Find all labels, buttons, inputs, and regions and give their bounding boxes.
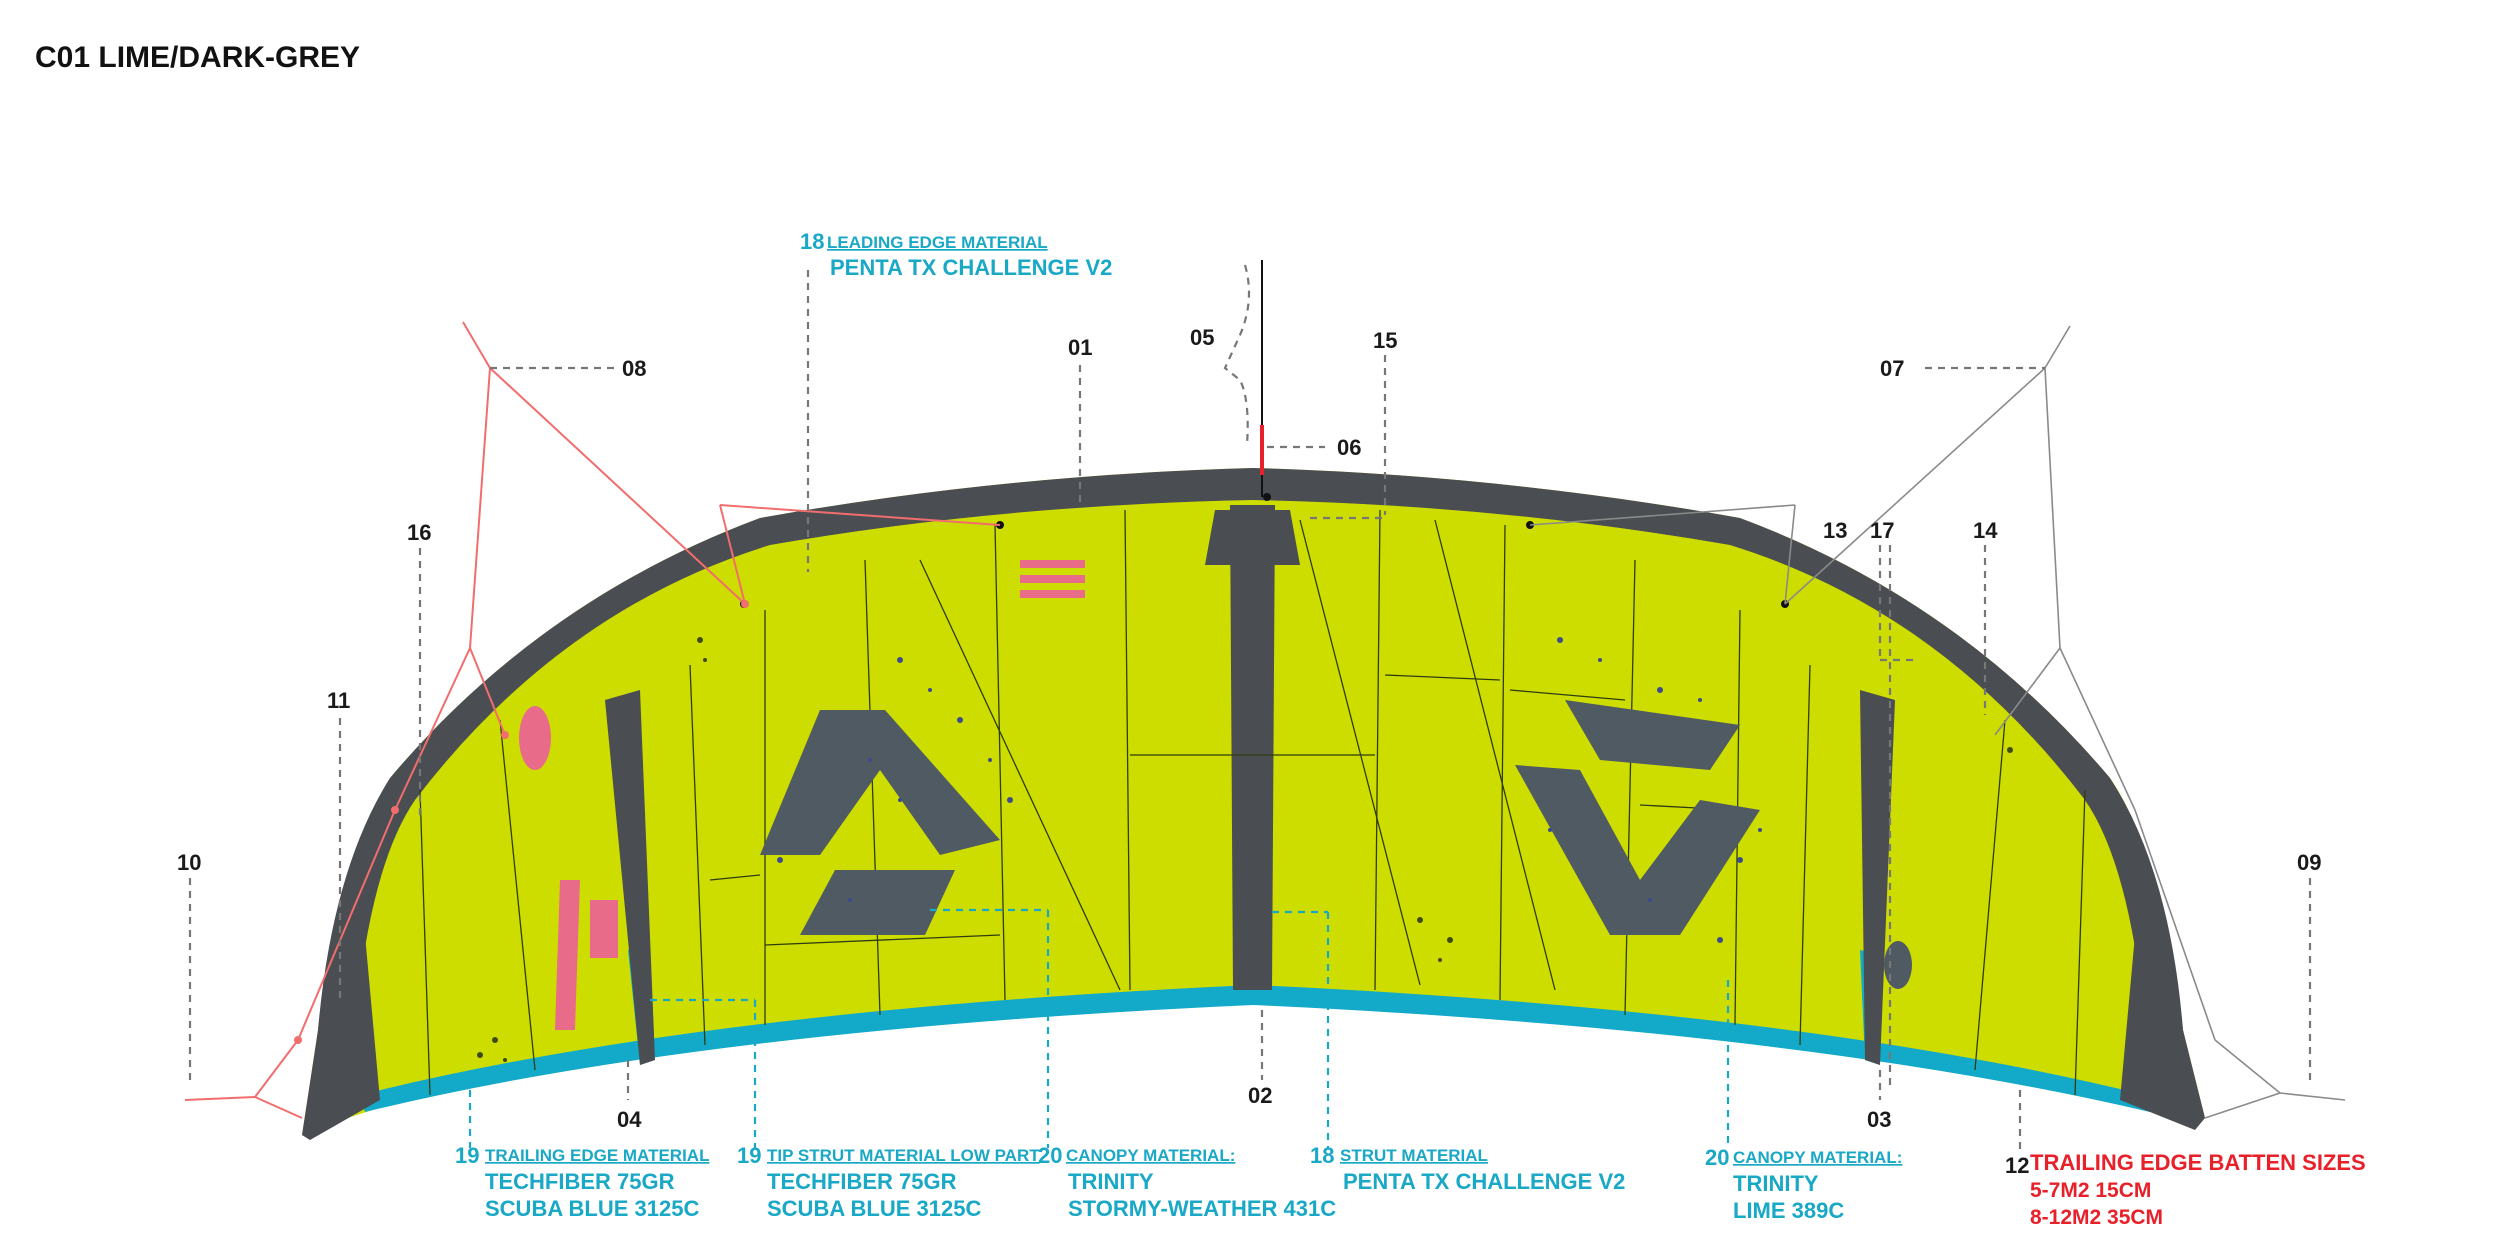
label-leading-edge: 18 LEADING EDGE MATERIAL PENTA TX CHALLE…	[800, 229, 1112, 280]
callout-10: 10	[177, 850, 201, 875]
callout-12: 12	[2005, 1153, 2029, 1178]
pink-accents	[519, 560, 1912, 1030]
label-strut-line1: PENTA TX CHALLENGE V2	[1343, 1169, 1625, 1194]
label-batten-heading: TRAILING EDGE BATTEN SIZES	[2030, 1150, 2366, 1175]
label-canopy-grey: 20 CANOPY MATERIAL: TRINITY STORMY-WEATH…	[1038, 1143, 1336, 1221]
logo-arrow-left	[760, 710, 1000, 855]
label-canopy-lime-line1: TRINITY	[1733, 1171, 1819, 1196]
callout-07: 07	[1880, 356, 1904, 381]
label-leading-edge-num: 18	[800, 229, 824, 254]
label-canopy-grey-num: 20	[1038, 1143, 1062, 1168]
callout-17: 17	[1870, 518, 1894, 543]
label-canopy-grey-line2: STORMY-WEATHER 431C	[1068, 1196, 1336, 1221]
callout-numbers: 01 02 03 04 05 06 07 08 09 10 11 12 13 1…	[177, 325, 2321, 1178]
label-trailing-edge-line2: SCUBA BLUE 3125C	[485, 1196, 699, 1221]
label-canopy-grey-line1: TRINITY	[1068, 1169, 1154, 1194]
label-tip-strut-line2: SCUBA BLUE 3125C	[767, 1196, 981, 1221]
callout-15: 15	[1373, 328, 1397, 353]
label-canopy-lime-heading: CANOPY MATERIAL:	[1733, 1148, 1902, 1167]
label-tip-strut-line1: TECHFIBER 75GR	[767, 1169, 957, 1194]
page-title: C01 LIME/DARK-GREY	[35, 41, 360, 74]
label-canopy-grey-heading: CANOPY MATERIAL:	[1066, 1146, 1235, 1165]
trailing-edge	[360, 985, 2150, 1112]
tip-strut-right	[1860, 690, 1895, 1065]
label-canopy-lime-line2: LIME 389C	[1733, 1198, 1844, 1223]
panel-seams	[419, 509, 2086, 1096]
center-strut-cap	[1205, 510, 1300, 565]
wingtip-left	[310, 880, 380, 1140]
center-strut	[1230, 505, 1275, 990]
label-batten-line1: 5-7M2 15CM	[2030, 1179, 2151, 1202]
callout-05: 05	[1190, 325, 1214, 350]
speckle-texture-dark	[477, 637, 2013, 1062]
callout-16: 16	[407, 520, 431, 545]
label-strut: 18 STRUT MATERIAL PENTA TX CHALLENGE V2	[1310, 1143, 1625, 1194]
label-leading-edge-heading: LEADING EDGE MATERIAL	[827, 233, 1048, 252]
bridle-left	[184, 321, 1001, 1119]
label-batten-sizes: TRAILING EDGE BATTEN SIZES 5-7M2 15CM 8-…	[2030, 1150, 2366, 1229]
label-tip-strut-heading: TIP STRUT MATERIAL LOW PART	[767, 1146, 1040, 1165]
label-trailing-edge-heading: TRAILING EDGE MATERIAL	[485, 1146, 709, 1165]
logo-bar-left	[800, 870, 955, 935]
logo-arrow-right	[1565, 700, 1740, 770]
callout-08: 08	[622, 356, 646, 381]
label-trailing-edge: 19 TRAILING EDGE MATERIAL TECHFIBER 75GR…	[455, 1143, 709, 1221]
label-canopy-lime: 20 CANOPY MATERIAL: TRINITY LIME 389C	[1705, 1145, 1902, 1223]
label-strut-num: 18	[1310, 1143, 1334, 1168]
callout-06: 06	[1337, 435, 1361, 460]
label-tip-strut-num: 19	[737, 1143, 761, 1168]
speckle-texture	[777, 637, 1762, 943]
label-trailing-edge-num: 19	[455, 1143, 479, 1168]
callout-03: 03	[1867, 1107, 1891, 1132]
label-strut-heading: STRUT MATERIAL	[1340, 1146, 1488, 1165]
callout-01: 01	[1068, 335, 1092, 360]
label-leading-edge-line1: PENTA TX CHALLENGE V2	[830, 255, 1112, 280]
leader-lines	[188, 270, 2312, 1150]
callout-02: 02	[1248, 1083, 1272, 1108]
logo-v-right	[1515, 765, 1760, 935]
callout-09: 09	[2297, 850, 2321, 875]
brace-05	[1223, 264, 1251, 446]
label-batten-line2: 8-12M2 35CM	[2030, 1206, 2163, 1229]
callout-04: 04	[617, 1107, 642, 1132]
tip-strut-left	[605, 690, 655, 1065]
wingtip-right	[2120, 880, 2195, 1130]
callout-14: 14	[1973, 518, 1998, 543]
callout-13: 13	[1823, 518, 1847, 543]
bridle-right	[1529, 325, 2346, 1119]
kite-drawing	[302, 468, 2205, 1140]
label-trailing-edge-line1: TECHFIBER 75GR	[485, 1169, 675, 1194]
callout-11: 11	[327, 688, 350, 713]
label-tip-strut: 19 TIP STRUT MATERIAL LOW PART TECHFIBER…	[737, 1143, 1040, 1221]
label-canopy-lime-num: 20	[1705, 1145, 1729, 1170]
